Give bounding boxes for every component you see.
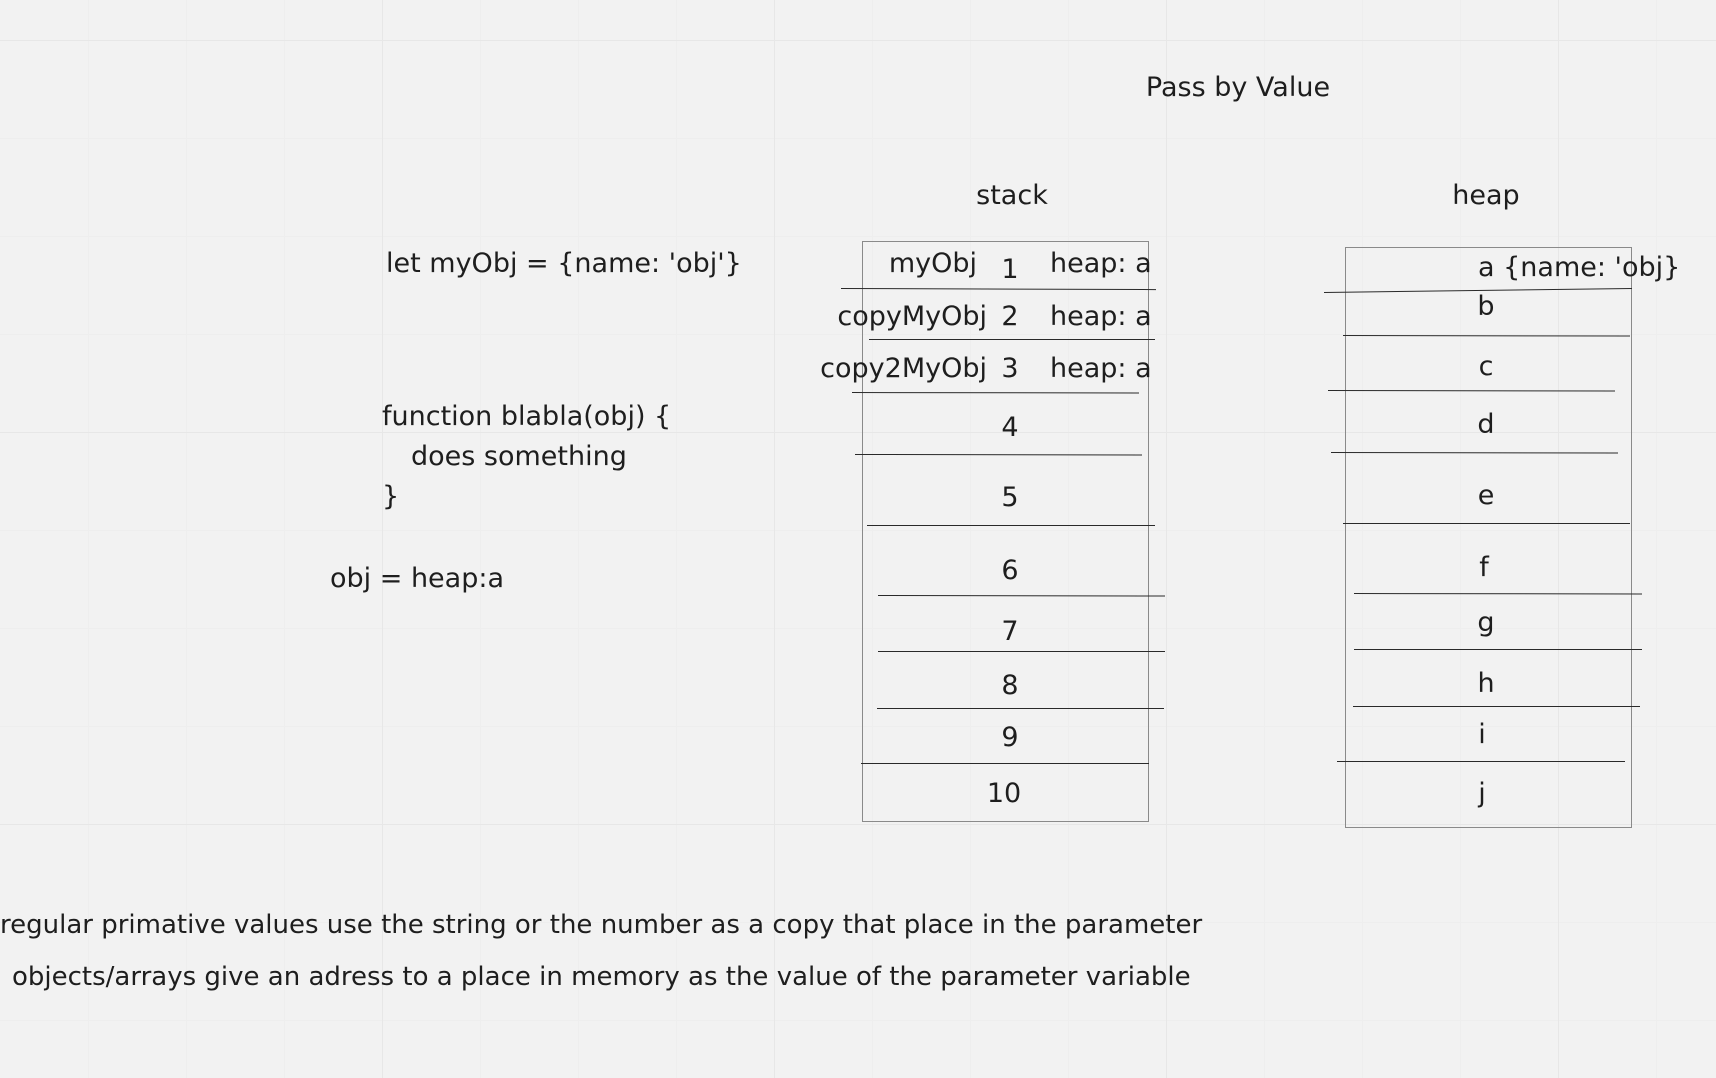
code-function-line-1: function blabla(obj) { <box>382 401 672 432</box>
heap-row-divider <box>1343 523 1630 524</box>
heap-row-e: e <box>1477 480 1495 511</box>
heap-row-divider <box>1354 649 1642 650</box>
heap-label: heap <box>1452 180 1520 211</box>
stack-row-divider <box>878 651 1165 652</box>
code-declaration: let myObj = {name: 'obj'} <box>386 248 742 279</box>
code-assignment: obj = heap:a <box>330 563 504 594</box>
heap-row-b: b <box>1477 291 1495 322</box>
stack-row-5-index: 5 <box>1001 482 1019 513</box>
heap-row-i: i <box>1478 719 1486 750</box>
note-line-2: objects/arrays give an adress to a place… <box>12 962 1191 992</box>
heap-row-d: d <box>1477 409 1495 440</box>
stack-row-1-index: 1 <box>1001 254 1019 285</box>
stack-row-divider <box>861 763 1149 764</box>
stack-row-3-value: heap: a <box>1050 353 1152 384</box>
stack-row-9-index: 9 <box>1001 722 1019 753</box>
heap-row-c: c <box>1478 351 1494 382</box>
stack-box <box>862 241 1149 822</box>
code-function-line-2: does something <box>411 441 627 472</box>
heap-row-g: g <box>1477 607 1495 638</box>
stack-label: stack <box>976 180 1048 211</box>
stack-row-7-index: 7 <box>1001 616 1019 647</box>
stack-row-divider <box>877 708 1164 709</box>
stack-row-4-index: 4 <box>1001 412 1019 443</box>
note-line-1: regular primative values use the string … <box>0 910 1203 940</box>
diagram-title: Pass by Value <box>1145 72 1331 103</box>
heap-row-a: a {name: 'obj} <box>1478 252 1681 283</box>
stack-row-8-index: 8 <box>1001 670 1019 701</box>
stack-row-2-name: copyMyObj <box>837 301 987 332</box>
heap-row-f: f <box>1479 552 1489 583</box>
heap-row-divider <box>1353 706 1640 707</box>
stack-row-6-index: 6 <box>1001 555 1019 586</box>
stack-row-1-name: myObj <box>888 248 977 279</box>
heap-row-h: h <box>1477 668 1495 699</box>
stack-row-divider <box>867 525 1155 526</box>
stack-row-3-index: 3 <box>1001 353 1019 384</box>
heap-row-j: j <box>1478 778 1486 809</box>
stack-row-3-name: copy2MyObj <box>820 353 987 384</box>
stack-row-divider <box>869 339 1155 340</box>
heap-row-divider <box>1337 761 1625 762</box>
heap-box <box>1345 247 1632 828</box>
stack-row-1-value: heap: a <box>1050 248 1152 279</box>
stack-row-2-value: heap: a <box>1050 301 1152 332</box>
stack-row-2-index: 2 <box>1001 301 1019 332</box>
code-function-line-3: } <box>382 481 400 512</box>
stack-row-10-index: 10 <box>986 778 1022 809</box>
